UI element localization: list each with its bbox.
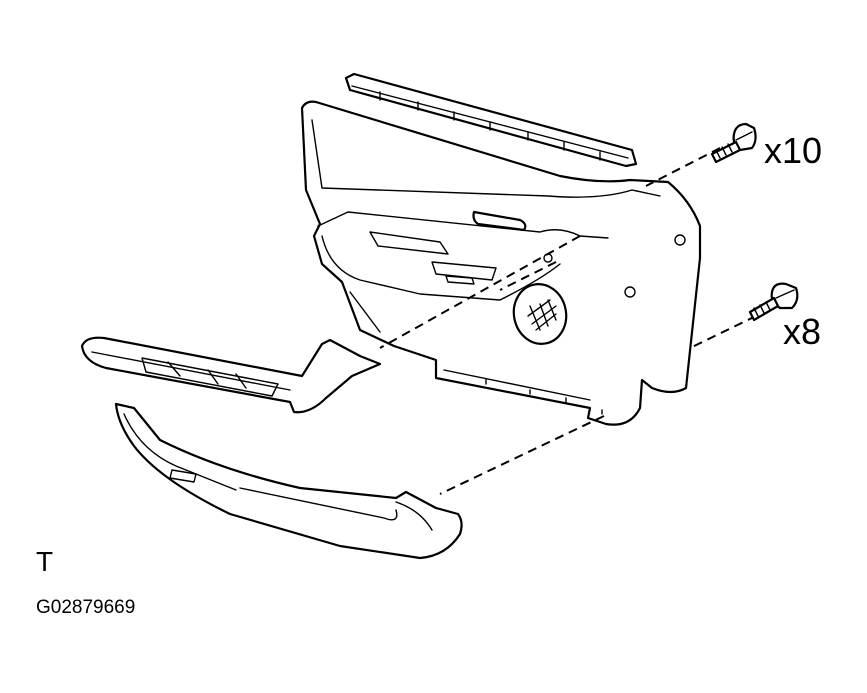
assembly-guide-lines (379, 147, 757, 495)
armrest-trim (80, 336, 382, 414)
door-trim-panel (300, 100, 702, 426)
screw-icon (710, 122, 757, 164)
bolt-icon (748, 282, 799, 322)
belt-molding (344, 72, 638, 168)
view-mark: T (36, 546, 54, 577)
map-pocket (114, 402, 463, 560)
lower-fastener-quantity: x8 (783, 311, 822, 352)
figure-code: G02879669 (36, 597, 136, 618)
upper-fastener-quantity: x10 (764, 130, 823, 171)
